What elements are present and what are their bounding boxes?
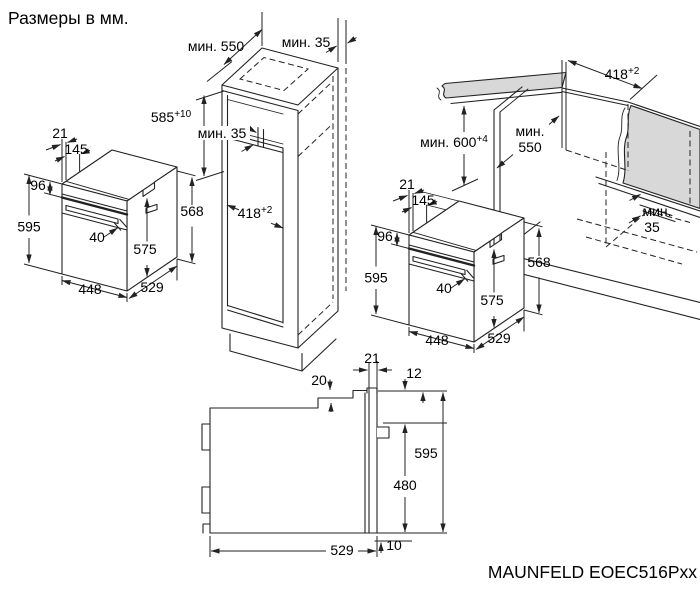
base-cabinet-diagram: 418+2 мин. 600+4 мин. 550 мин. 35 [418,60,700,321]
right-worktop-surface [622,104,700,210]
oven-side-view-diagram: 21 20 12 595 480 529 10 [201,350,447,558]
left-worktop-surface [441,71,567,99]
oven-left-diagram: 21 145 96 595 40 575 448 529 568 [17,125,204,302]
label-backing [194,126,250,140]
oven-left-panel-height-label: 96 [30,177,46,193]
oven-right-frame-gap-label: 21 [399,176,415,192]
side-view-bottom-gap-label: 10 [386,537,402,553]
oven-right-width-label: 448 [425,332,449,348]
oven-right-rear-height-label: 568 [527,254,551,270]
base-cabinet-depth-word-label: мин. [515,123,544,139]
oven-right-height-label: 595 [364,270,388,286]
oven-right-handle-depth-label: 40 [436,280,452,296]
oven-right-depth-label: 529 [487,330,511,346]
side-view-top-step-label: 20 [311,372,327,388]
tall-cabinet-niche-height-label: 585+10 [151,109,192,125]
base-cabinet-height-label: мин. 600+4 [420,134,488,150]
oven-right-drawing [371,190,543,353]
oven-left-frame-gap-label: 21 [52,125,68,141]
base-cabinet-niche-width-label: 418+2 [605,66,640,82]
base-cabinet-depth-value-label: 550 [518,139,542,155]
oven-right-body-height-label: 575 [480,292,504,308]
oven-left-handle-depth-label: 40 [89,229,105,245]
side-view-height-label: 595 [414,445,438,461]
oven-left-frame-inset-label: 145 [64,141,88,157]
model-number-label: MAUNFELD EOEC516Pxx [488,562,697,582]
tall-cabinet-diagram: мин. 550 мин. 35 585+10 мин. 35 418+2 [151,12,357,372]
page-title: Размеры в мм. [8,8,129,28]
oven-left-body-height-label: 575 [133,241,157,257]
oven-left-width-label: 448 [78,281,102,297]
tall-cabinet-niche-width-label: 418+2 [238,205,273,221]
base-cabinet-rear-gap-word-label: мин. [642,203,671,219]
side-view-front-protrusion-label: 12 [406,365,422,381]
tall-cabinet-shelf-gap-label: мин. 35 [198,125,247,141]
oven-left-rear-height-label: 568 [180,203,204,219]
side-view-door-thickness-label: 21 [364,350,380,366]
oven-right-frame-inset-label: 145 [411,192,435,208]
side-view-rear-height-label: 480 [393,477,417,493]
tall-cabinet-depth-label: мин. 550 [188,38,245,54]
oven-right-panel-height-label: 96 [377,228,393,244]
tall-cabinet-top-gap-label: мин. 35 [282,34,331,50]
oven-left-height-label: 595 [17,219,41,235]
side-view-depth-label: 529 [330,542,354,558]
base-cabinet-rear-gap-value-label: 35 [644,219,660,235]
oven-right-diagram: 21 145 96 595 40 575 448 529 568 [364,176,551,353]
oven-left-drawing [24,139,196,302]
oven-left-depth-label: 529 [140,279,164,295]
